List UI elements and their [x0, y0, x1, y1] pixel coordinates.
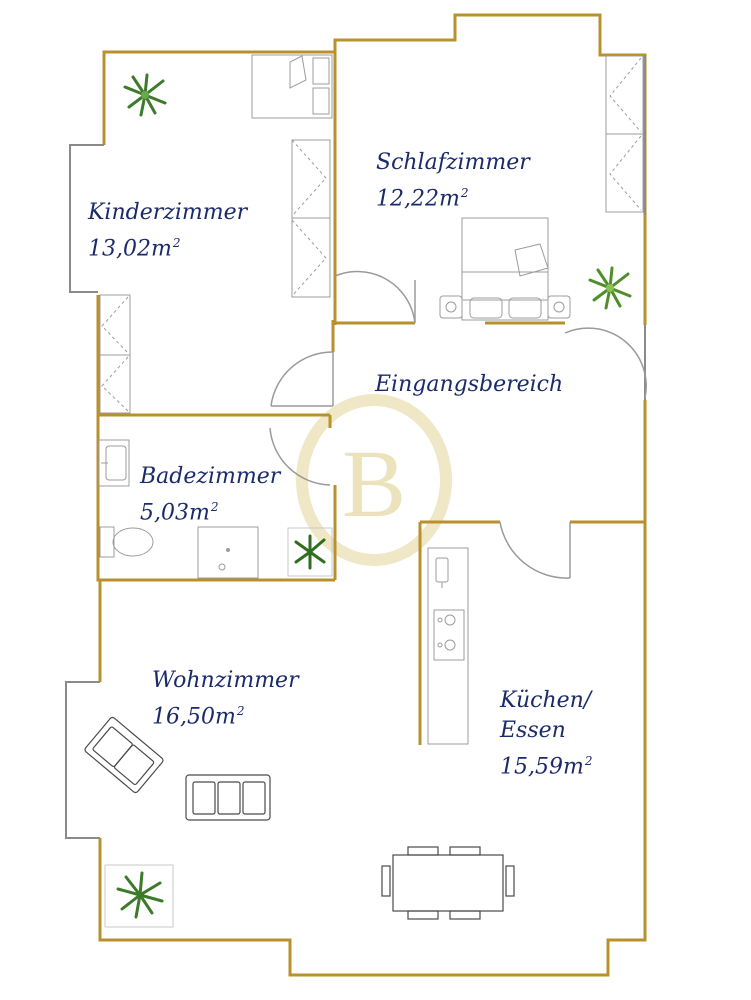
room-name-line1: Küchen/ [500, 688, 592, 713]
plant-icon [123, 73, 167, 117]
room-label-schlafzimmer: Schlafzimmer 12,22m2 [376, 148, 530, 214]
room-name: Badezimmer [140, 464, 281, 489]
room-area: 13,02 [88, 236, 151, 262]
bed-icon [439, 217, 571, 321]
windows [65, 55, 646, 839]
watermark-letter: B [342, 430, 406, 537]
room-area: 16,50 [152, 704, 215, 730]
area-unit: m [188, 500, 210, 526]
room-label-kinderzimmer: Kinderzimmer 13,02m2 [88, 198, 247, 264]
plant-icon [287, 527, 333, 577]
room-label-kuechen-essen: Küchen/ Essen 15,59m2 [500, 686, 593, 782]
bed-icon [251, 54, 333, 119]
watermark-logo: B [296, 394, 452, 566]
toilet-icon [99, 526, 154, 558]
room-area: 12,22 [376, 186, 439, 212]
plant-icon [104, 864, 174, 928]
area-unit: m [438, 186, 460, 212]
room-name: Kinderzimmer [88, 200, 248, 225]
area-exponent: 2 [460, 186, 469, 200]
stove-icon [427, 547, 469, 745]
wardrobe-icon [99, 294, 131, 414]
wardrobe-icon [605, 55, 644, 213]
area-exponent: 2 [172, 236, 181, 250]
area-unit: m [562, 754, 584, 780]
room-label-eingangsbereich: Eingangsbereich [375, 370, 563, 400]
area-unit: m [150, 236, 172, 262]
area-unit: m [214, 704, 236, 730]
wardrobe-icon [291, 139, 331, 298]
room-label-wohnzimmer: Wohnzimmer 16,50m2 [152, 666, 299, 732]
area-exponent: 2 [210, 500, 219, 514]
room-name: Schlafzimmer [376, 150, 530, 175]
room-name: Wohnzimmer [152, 668, 299, 693]
room-name-line2: Essen [500, 718, 566, 743]
room-area: 15,59 [500, 754, 563, 780]
door-swing-icon [269, 270, 647, 579]
plant-icon [588, 266, 632, 310]
walls [96, 13, 647, 977]
shower-icon [197, 526, 259, 579]
sink-icon [98, 439, 130, 487]
dining-table-icon [381, 846, 515, 920]
sofa-icon [185, 774, 271, 821]
armchair-icon [84, 716, 164, 794]
room-label-badezimmer: Badezimmer 5,03m2 [140, 462, 280, 528]
room-area: 5,03 [140, 500, 189, 526]
area-exponent: 2 [584, 754, 593, 768]
area-exponent: 2 [236, 704, 245, 718]
room-name: Eingangsbereich [375, 372, 564, 397]
